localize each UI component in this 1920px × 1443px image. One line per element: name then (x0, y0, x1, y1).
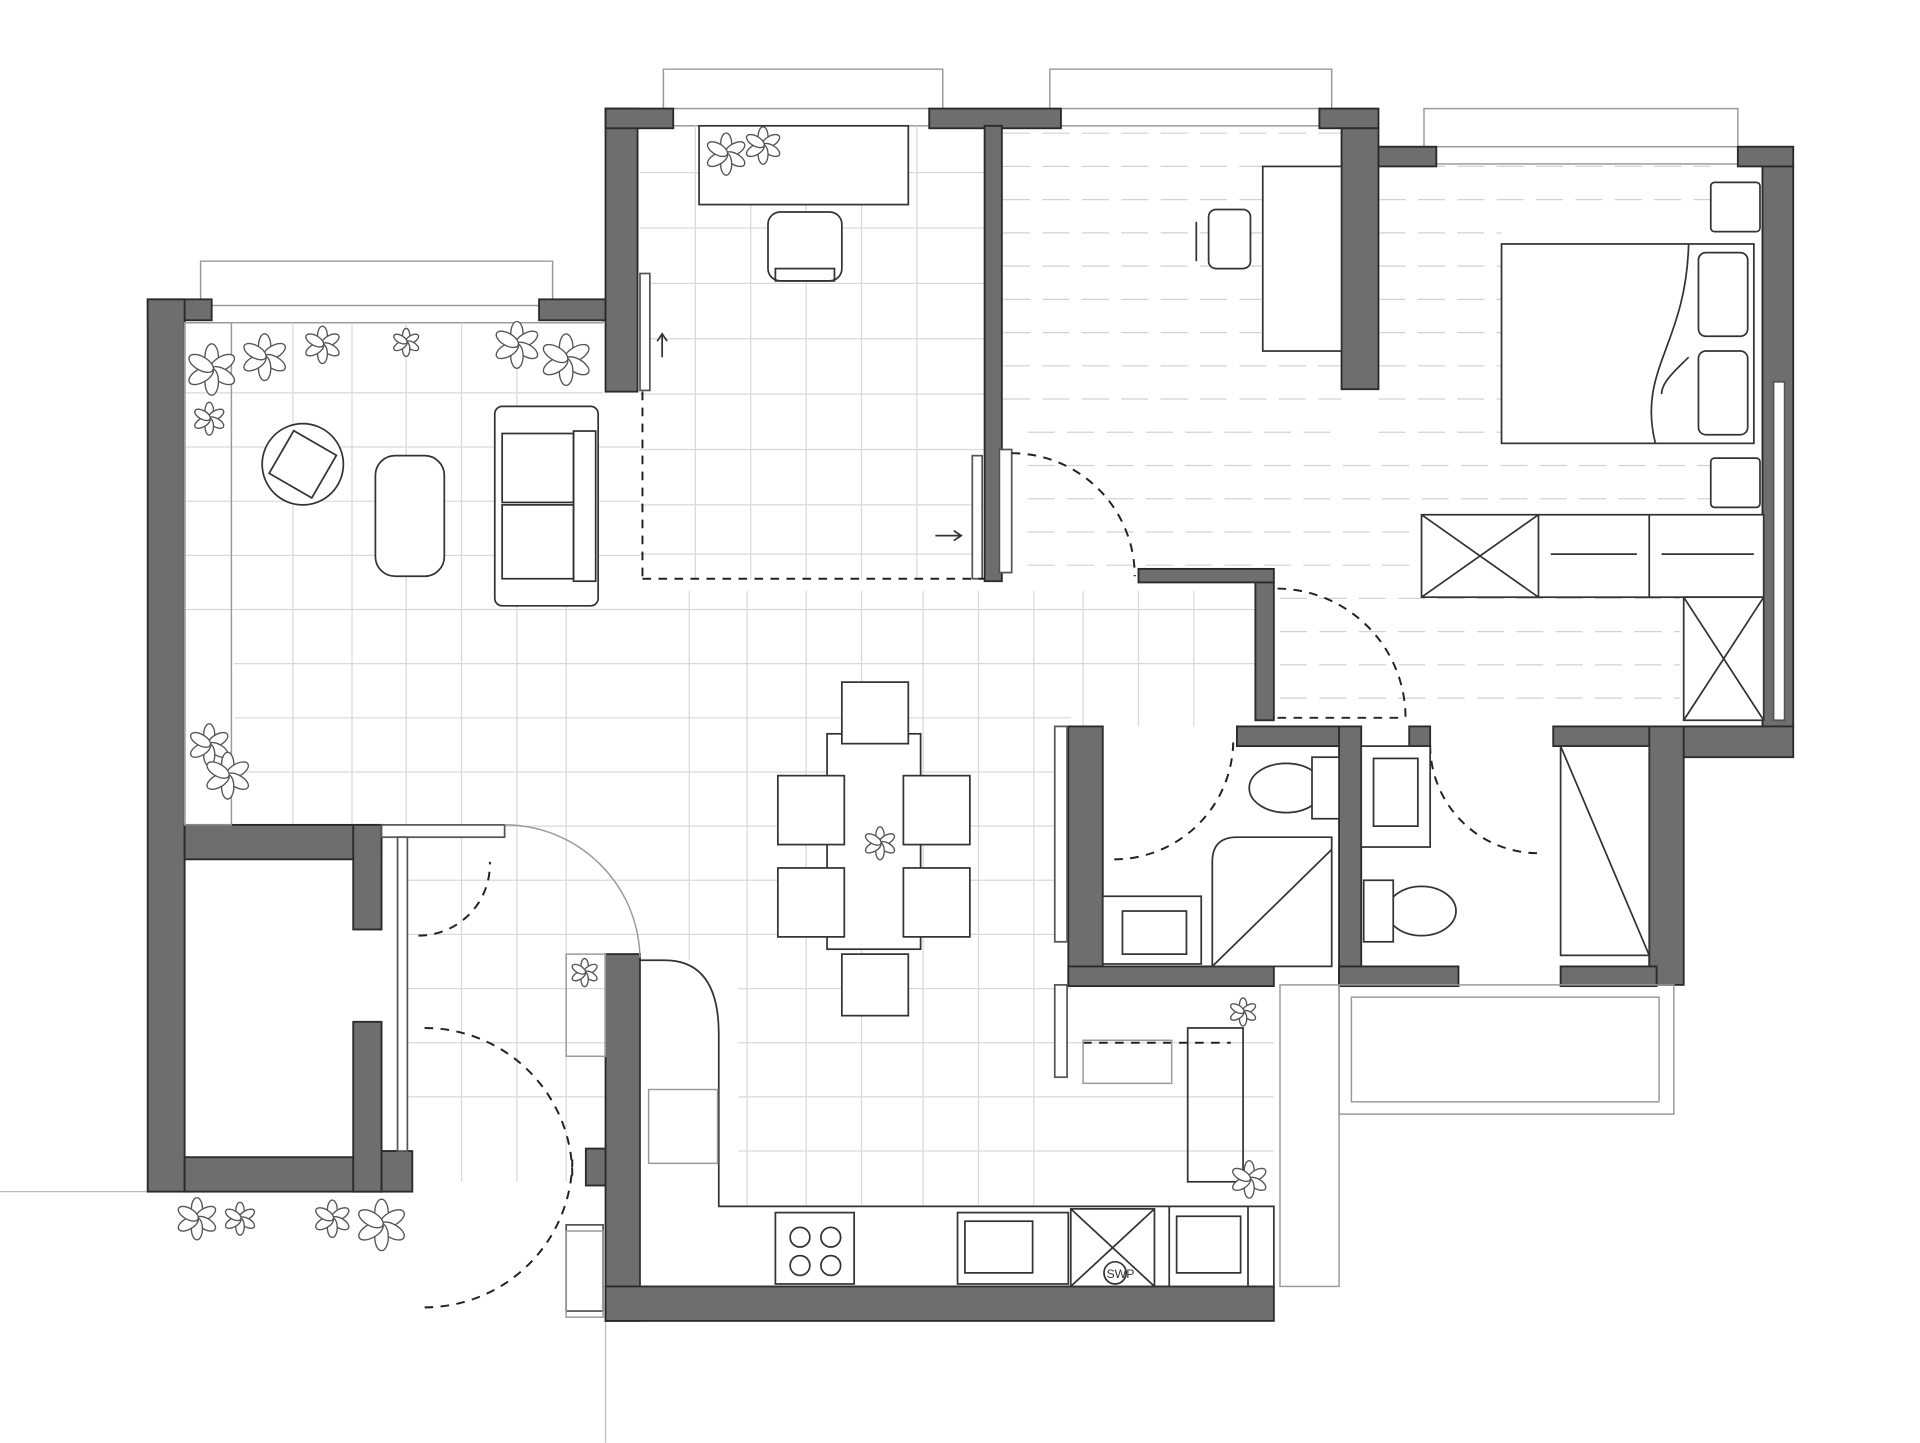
washbasin-icon (1101, 895, 1203, 965)
desk-icon (1195, 165, 1343, 352)
plant-icon (1232, 1159, 1267, 1199)
office-chair-icon (1195, 208, 1252, 270)
plant-icon (706, 132, 746, 176)
coffee-table-icon (374, 454, 446, 578)
toilet-icon (1362, 879, 1457, 943)
drying-rack-icon (1186, 1027, 1244, 1183)
plant-icon (206, 751, 250, 800)
walls (146, 107, 1795, 1322)
plant-icon (745, 126, 781, 165)
shower-icon (1559, 745, 1651, 957)
washbasin-icon (1360, 745, 1432, 848)
plant-icon (315, 1199, 350, 1239)
swp-label: SWP (1106, 1267, 1134, 1281)
ensuite-bath (1360, 745, 1651, 957)
plant-icon (177, 1197, 217, 1241)
plant-icon (194, 401, 225, 436)
plant-icon (864, 826, 896, 861)
toilet-icon (1248, 756, 1340, 820)
sofa-icon (493, 405, 600, 607)
kitchen-sink-icon (956, 1211, 1070, 1285)
plant-icon (305, 325, 340, 365)
swp-panel: SWP (1069, 1208, 1156, 1288)
counter-icon (1082, 1039, 1173, 1085)
office-chair-icon (767, 211, 843, 282)
dining-area (776, 681, 971, 1017)
sliding-panels (380, 272, 1786, 1312)
plants (177, 126, 1267, 1252)
plant-icon (243, 333, 286, 382)
service-yard (1279, 984, 1675, 1288)
plant-icon (224, 1201, 256, 1236)
armchair-icon (261, 422, 345, 506)
plant-icon (358, 1198, 405, 1252)
entrance (565, 953, 607, 1318)
kitchen: SWP (639, 959, 1275, 1288)
bedroom (1195, 165, 1765, 722)
plant-icon (393, 327, 420, 358)
slide-arrows (656, 332, 963, 542)
reference-lines (0, 1191, 607, 1443)
plant-icon (188, 343, 236, 396)
cooktop-icon (774, 1211, 856, 1285)
tile-grid (184, 125, 1274, 1207)
plant-icon (571, 957, 598, 988)
common-bath (1101, 756, 1340, 968)
washing-machine-icon (1168, 1205, 1249, 1288)
dining-chairs (776, 681, 971, 1017)
plant-icon (1229, 997, 1257, 1027)
plant-icon (542, 333, 590, 387)
double-bed-icon (1500, 181, 1761, 509)
wardrobe-icon (1420, 513, 1765, 722)
living-area (183, 321, 600, 826)
plant-icon (495, 320, 539, 369)
shower-icon (1211, 836, 1333, 968)
